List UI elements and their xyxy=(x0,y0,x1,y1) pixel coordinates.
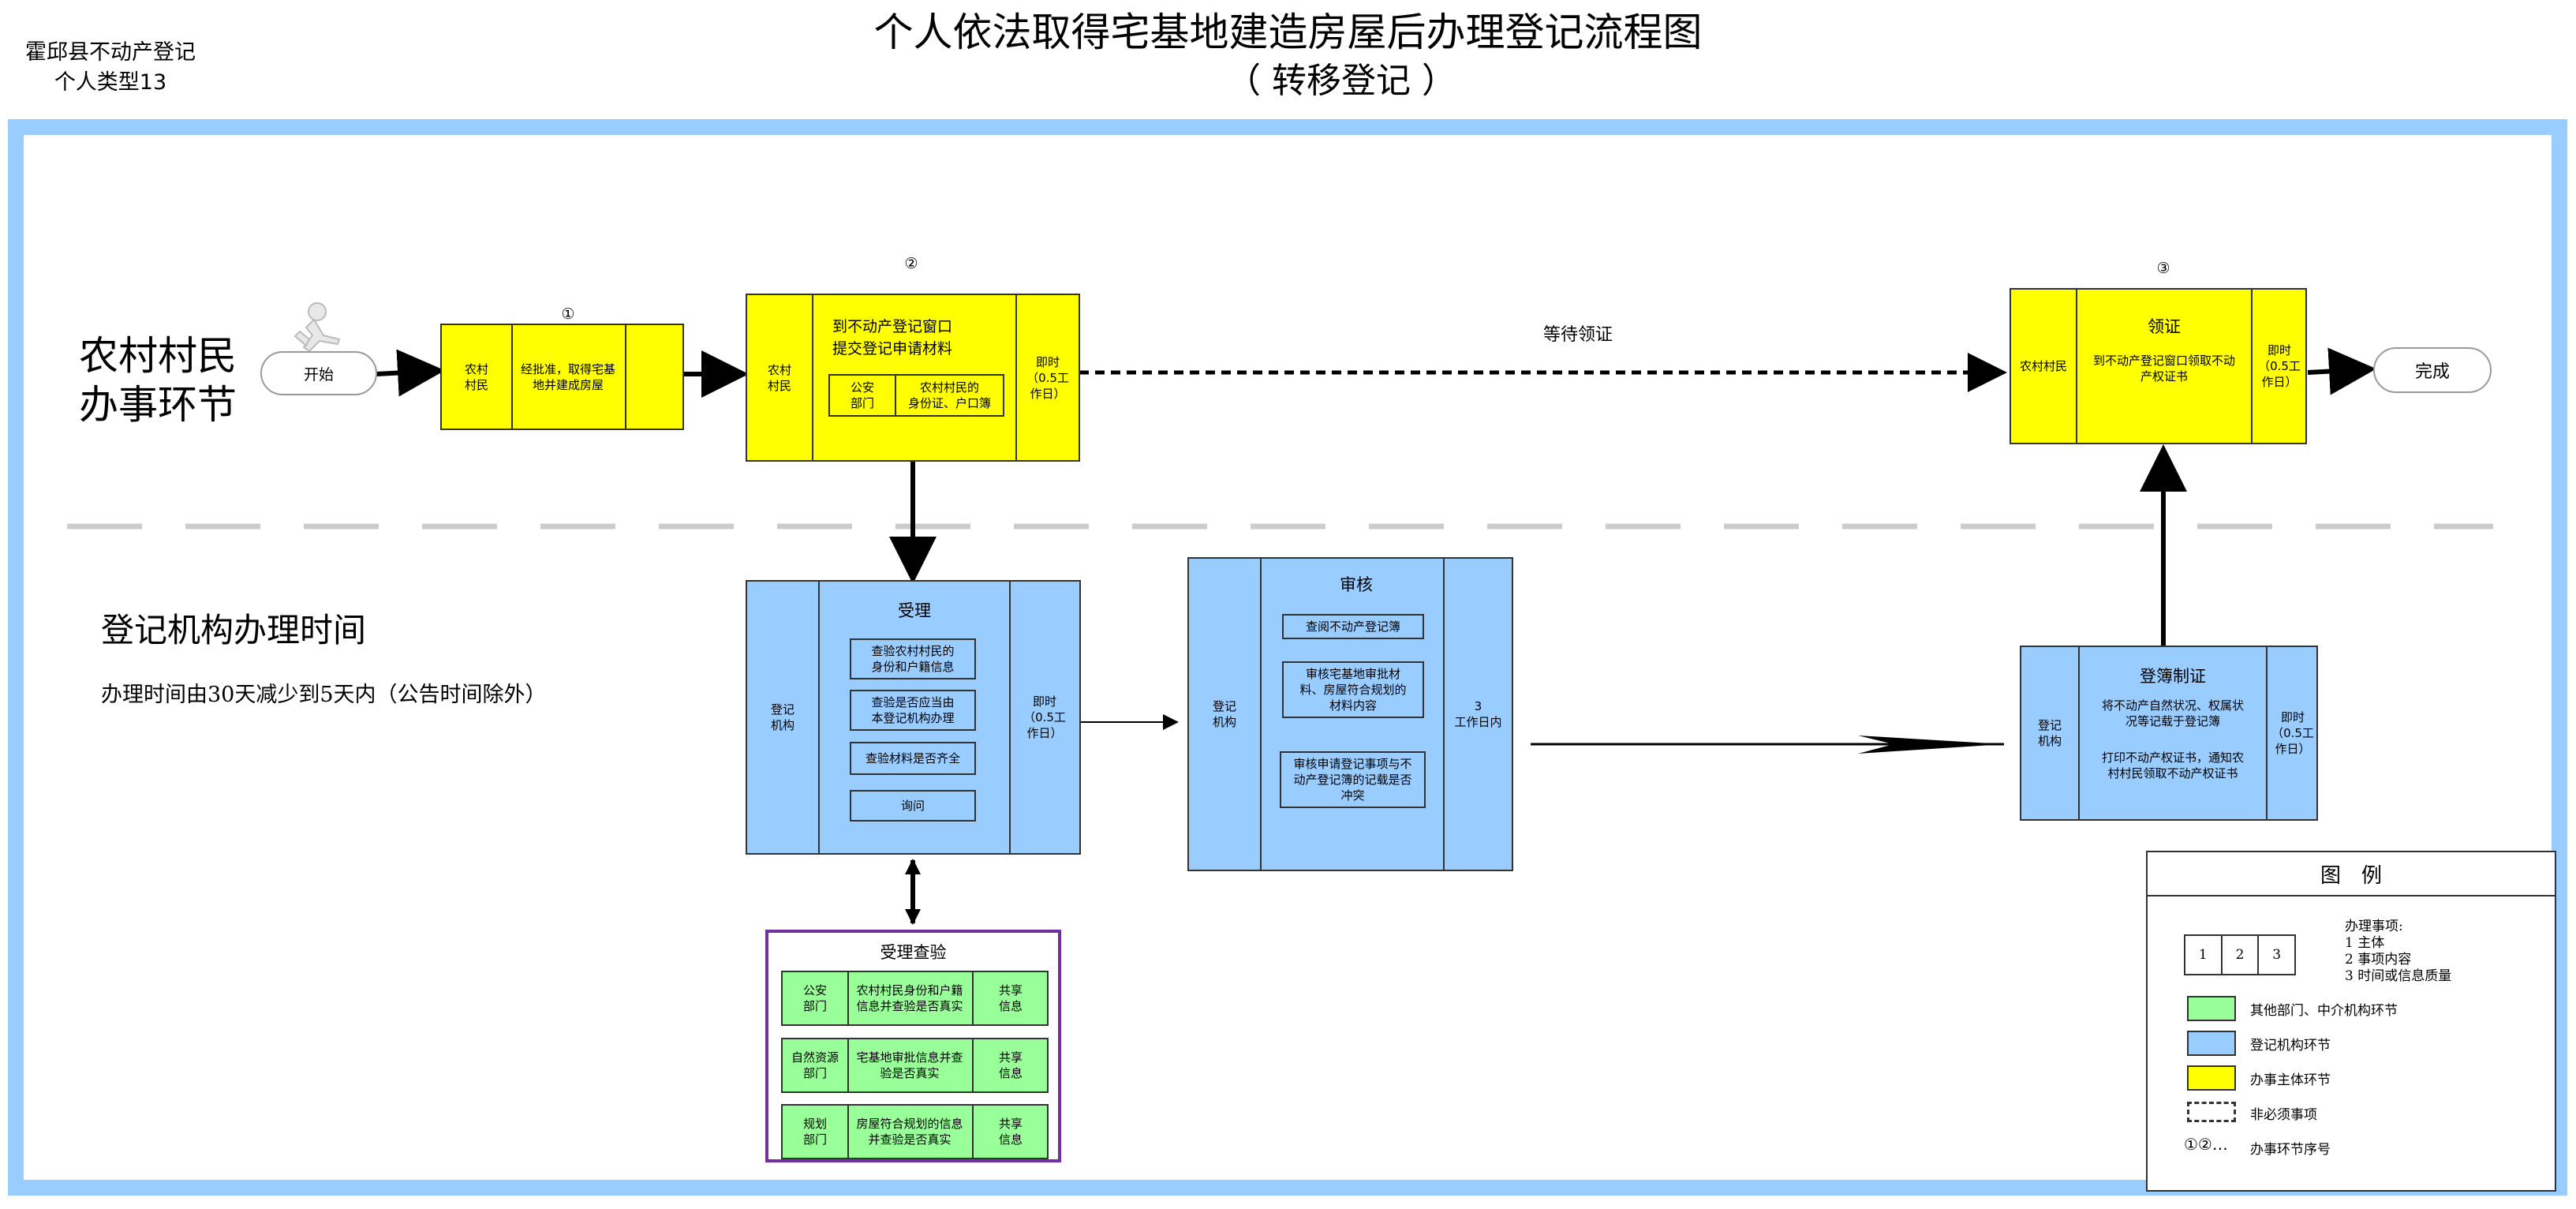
legend: 图 例 1 2 3 办理事项: 1 主体 2 事项内容 3 时间或信息质量 其他… xyxy=(2146,851,2556,1192)
legend-cell-1: 1 xyxy=(2185,936,2223,974)
diagram-frame xyxy=(8,119,2567,1196)
start-node: 开始 xyxy=(260,351,377,395)
wait-label: 等待领证 xyxy=(1542,325,1613,345)
legend-yellow-swatch xyxy=(2187,1065,2236,1091)
review-subject: 登记 机构 xyxy=(1212,699,1236,729)
type-label: 个人类型13 xyxy=(54,70,167,95)
step1-content: 经批准，取得宅基 地并建成房屋 xyxy=(520,361,615,392)
step3-number: ③ xyxy=(2156,260,2170,277)
step2-time: 即时 （0.5工 作日） xyxy=(1026,354,1069,401)
review-time: 3 工作日内 xyxy=(1454,699,1502,729)
verify-row-3-result: 共享 信息 xyxy=(998,1117,1023,1147)
verify-row-3: 规划 部门 房屋符合规划的信息 并查验是否真实 共享 信息 xyxy=(781,1104,1049,1159)
legend-matters: 办理事项: 1 主体 2 事项内容 3 时间或信息质量 xyxy=(2345,919,2452,984)
register-subject: 登记 机构 xyxy=(2037,718,2062,748)
step2-sub-dept: 公安 部门 xyxy=(850,380,874,410)
register-box: 登记 机构 登簿制证 将不动产自然状况、权属状 况等记载于登记簿 打印不动产权证… xyxy=(2020,646,2318,821)
step1-box: 农村 村民 经批准，取得宅基 地并建成房屋 xyxy=(440,324,684,430)
verify-row-2-dept: 自然资源 部门 xyxy=(791,1050,839,1080)
legend-cells: 1 2 3 xyxy=(2184,934,2296,975)
step2-sub-box: 公安 部门 农村村民的 身份证、户口簿 xyxy=(828,374,1004,417)
step3-box: 农村村民 领证 到不动产登记窗口领取不动 产权证书 即时 （0.5工 作日） xyxy=(2010,288,2307,444)
accept-item-3: 查验材料是否齐全 xyxy=(850,742,976,775)
legend-cell-2: 2 xyxy=(2223,936,2260,974)
verify-row-2-result: 共享 信息 xyxy=(998,1050,1023,1080)
verify-row-2: 自然资源 部门 宅基地审批信息并查 验是否真实 共享 信息 xyxy=(781,1038,1049,1093)
page-subtitle: （ 转移登记 ） xyxy=(1226,61,1456,101)
org-header: 霍邱县不动产登记 个人类型13 xyxy=(8,38,213,98)
verify-title: 受理查验 xyxy=(880,943,947,962)
review-item-1: 查阅不动产登记簿 xyxy=(1282,614,1424,639)
legend-title: 图 例 xyxy=(2148,852,2555,896)
step2-number: ② xyxy=(904,255,918,272)
step2-subject: 农村 村民 xyxy=(767,362,791,393)
legend-seq-symbol: ①②… xyxy=(2184,1135,2228,1154)
step3-subject: 农村村民 xyxy=(2019,359,2067,373)
page-title: 个人依法取得宅基地建造房屋后办理登记流程图 xyxy=(873,9,1703,55)
step3-content: 到不动产登记窗口领取不动 产权证书 xyxy=(2092,354,2235,384)
legend-cell-3: 3 xyxy=(2272,947,2282,963)
verify-row-2-content: 宅基地审批信息并查 验是否真实 xyxy=(856,1050,963,1080)
legend-dashed-swatch xyxy=(2187,1102,2236,1122)
legend-blue-swatch xyxy=(2187,1031,2236,1056)
register-content-1: 将不动产自然状况、权属状 况等记载于登记簿 xyxy=(2101,698,2244,728)
arrow-step3-end xyxy=(2307,347,2376,395)
verify-box: 受理查验 公安 部门 农村村民身份和户籍 信息并查验是否真实 共享 信息 自然资… xyxy=(765,930,1061,1162)
step3-time: 即时 （0.5工 作日） xyxy=(2258,343,2301,389)
accept-time: 即时 （0.5工 作日） xyxy=(1023,694,1066,740)
legend-green-swatch xyxy=(2187,996,2236,1021)
legend-dashed-label: 非必须事项 xyxy=(2250,1107,2317,1123)
step3-title: 领证 xyxy=(2148,317,2181,336)
review-item-2: 审核宅基地审批材 料、房屋符合规划的 材料内容 xyxy=(1282,661,1424,718)
verify-row-1-dept: 公安 部门 xyxy=(802,983,827,1013)
register-content-2: 打印不动产权证书，通知农 村村民领取不动产权证书 xyxy=(2101,750,2244,780)
review-title: 审核 xyxy=(1340,575,1373,594)
step1-number: ① xyxy=(561,305,575,323)
legend-yellow-label: 办事主体环节 xyxy=(2250,1072,2331,1088)
arrow-start-step1 xyxy=(376,349,445,397)
register-title: 登簿制证 xyxy=(2140,667,2206,686)
step2-box: 农村 村民 到不动产登记窗口 提交登记申请材料 公安 部门 农村村民的 身份证、… xyxy=(746,294,1080,462)
accept-item-4: 询问 xyxy=(850,790,976,822)
step1-subject: 农村 村民 xyxy=(464,361,488,392)
step2-title: 到不动产登记窗口 提交登记申请材料 xyxy=(832,318,952,357)
legend-green-label: 其他部门、中介机构环节 xyxy=(2250,1003,2398,1019)
verify-row-1-result: 共享 信息 xyxy=(998,983,1023,1013)
step2-sub-item: 农村村民的 身份证、户口簿 xyxy=(907,380,991,410)
review-item-3: 审核申请登记事项与不 动产登记簿的记载是否 冲突 xyxy=(1280,751,1426,808)
accept-item-1: 查验农村村民的 身份和户籍信息 xyxy=(850,638,976,679)
legend-seq-label: 办事环节序号 xyxy=(2250,1142,2331,1158)
agency-time-note: 办理时间由30天减少到5天内（公告时间除外） xyxy=(101,683,547,707)
arrow-review-register-head xyxy=(1858,736,2004,754)
verify-row-3-dept: 规划 部门 xyxy=(802,1117,827,1147)
end-node: 完成 xyxy=(2373,347,2492,393)
verify-row-3-content: 房屋符合规划的信息 并查验是否真实 xyxy=(856,1117,963,1147)
org-name: 霍邱县不动产登记 xyxy=(25,40,196,65)
legend-blue-label: 登记机构环节 xyxy=(2250,1038,2331,1054)
accept-box: 登记 机构 受理 查验农村村民的 身份和户籍信息 查验是否应当由 本登记机构办理… xyxy=(746,580,1081,855)
review-box: 登记 机构 审核 查阅不动产登记簿 审核宅基地审批材 料、房屋符合规划的 材料内… xyxy=(1187,557,1513,871)
villager-lane-label: 农村村民 办事环节 xyxy=(79,333,237,428)
accept-subject: 登记 机构 xyxy=(770,702,794,732)
register-time: 即时 （0.5工 作日） xyxy=(2271,710,2314,756)
accept-item-2: 查验是否应当由 本登记机构办理 xyxy=(850,690,976,731)
verify-row-1: 公安 部门 农村村民身份和户籍 信息并查验是否真实 共享 信息 xyxy=(781,971,1049,1026)
verify-row-1-content: 农村村民身份和户籍 信息并查验是否真实 xyxy=(856,983,963,1013)
agency-lane-label: 登记机构办理时间 xyxy=(101,611,367,649)
accept-title: 受理 xyxy=(898,601,931,620)
